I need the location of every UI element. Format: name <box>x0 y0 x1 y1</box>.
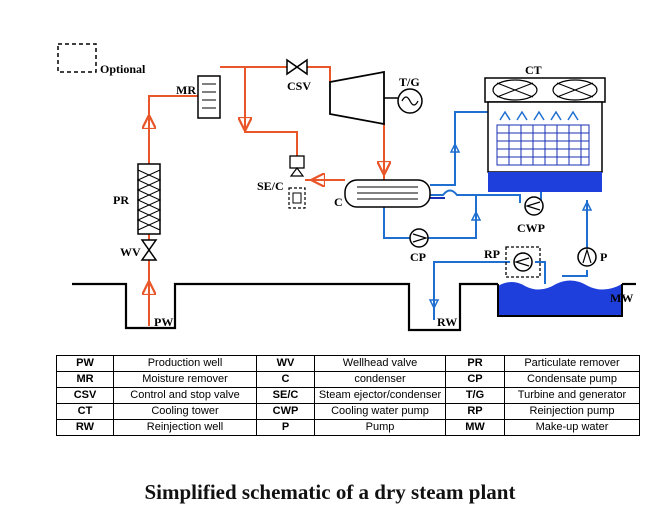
pw-label: PW <box>154 315 173 329</box>
legend-abbreviation: P <box>256 419 315 436</box>
turbine-generator: T/G <box>329 70 423 126</box>
optional-legend: Optional <box>57 43 146 76</box>
steam-line-branch-to-ejector <box>244 67 298 156</box>
legend-abbreviation: CWP <box>256 403 315 420</box>
water-arrow-4 <box>428 299 440 310</box>
steam-ejector-condenser: SE/C <box>257 155 306 209</box>
csv-label: CSV <box>287 79 311 93</box>
legend-description: Particulate remover <box>504 355 640 372</box>
legend-abbreviation: RW <box>56 419 114 436</box>
p-label: P <box>600 250 607 264</box>
turbine-body <box>329 70 385 126</box>
legend-description: Condensate pump <box>504 371 640 388</box>
cooling-tower: CT <box>484 63 606 192</box>
legend-description: Turbine and generator <box>504 387 640 404</box>
rp-inlet <box>535 261 546 284</box>
legend-description: Steam ejector/condenser <box>314 387 446 404</box>
ground-line <box>72 282 498 332</box>
rp-optional-box <box>505 246 541 278</box>
dry-steam-plant-diagram: Optional PR WV MR <box>57 43 636 332</box>
water-arrow-2 <box>470 210 482 221</box>
generator-sine-icon <box>401 96 419 106</box>
legend-description: Reinjection well <box>113 419 257 436</box>
cwp-label: CWP <box>517 221 545 235</box>
legend-abbreviation: T/G <box>445 387 505 404</box>
water-arrow-3 <box>581 200 593 211</box>
p-to-pond <box>562 270 588 277</box>
legend-description: Production well <box>113 355 257 372</box>
pond-outline <box>497 284 623 317</box>
make-up-pump: P <box>577 247 607 267</box>
legend-description: Wellhead valve <box>314 355 446 372</box>
legend-description: Reinjection pump <box>504 403 640 420</box>
tower-spray-marks <box>499 110 579 121</box>
legend-abbreviation: C <box>256 371 315 388</box>
legend-description: Cooling water pump <box>314 403 446 420</box>
legend-abbreviation: PR <box>445 355 505 372</box>
optional-dashed-box <box>57 43 97 73</box>
legend-description: Cooling tower <box>113 403 257 420</box>
cooling-water-to-condenser <box>430 189 521 203</box>
legend-description: Control and stop valve <box>113 387 257 404</box>
mw-label: MW <box>610 291 633 305</box>
condensate-pump: CP <box>409 228 429 264</box>
cooling-water-return-to-tower <box>430 111 489 186</box>
rw-label: RW <box>437 315 457 329</box>
make-up-water-pond <box>497 280 623 317</box>
legend-description: Moisture remover <box>113 371 257 388</box>
c-label: C <box>334 195 343 209</box>
legend-description: condenser <box>314 371 446 388</box>
condensate-line <box>383 207 410 239</box>
legend-description: Pump <box>314 419 446 436</box>
condensate-to-tower <box>428 196 477 239</box>
condenser: C <box>334 179 431 209</box>
cp-label: CP <box>410 250 426 264</box>
mr-label: MR <box>176 83 196 97</box>
ct-label: CT <box>525 63 542 77</box>
optional-label: Optional <box>100 62 146 76</box>
pr-label: PR <box>113 193 129 207</box>
wv-label: WV <box>120 245 141 259</box>
water-arrow-1 <box>449 142 461 153</box>
particulate-remover: PR <box>113 163 162 235</box>
water-flow-arrows <box>428 142 593 310</box>
tg-label: T/G <box>399 75 420 89</box>
diagram-caption: Simplified schematic of a dry steam plan… <box>144 480 516 504</box>
legend-abbreviation: CSV <box>56 387 114 404</box>
legend-abbreviation: WV <box>256 355 315 372</box>
pond-water <box>498 280 622 316</box>
legend-abbreviation: MW <box>445 419 505 436</box>
cooling-water-pump: CWP <box>517 196 545 235</box>
legend-abbreviation: CP <box>445 371 505 388</box>
legend-abbreviation: PW <box>56 355 114 372</box>
rp-label: RP <box>484 247 500 261</box>
legend-abbreviation: MR <box>56 371 114 388</box>
steam-line-mr-to-turbine <box>220 66 331 82</box>
moisture-remover: MR <box>176 75 221 119</box>
legend-abbreviation: SE/C <box>256 387 315 404</box>
legend-abbreviation: CT <box>56 403 114 420</box>
wellhead-valve: WV <box>120 239 158 261</box>
legend-description: Make-up water <box>504 419 640 436</box>
reinjection-pump: RP <box>484 246 541 278</box>
sec-label: SE/C <box>257 179 284 193</box>
control-stop-valve: CSV <box>286 58 311 93</box>
tower-fill-grid <box>496 124 590 166</box>
legend-abbreviation: RP <box>445 403 505 420</box>
tower-basin <box>488 172 602 192</box>
